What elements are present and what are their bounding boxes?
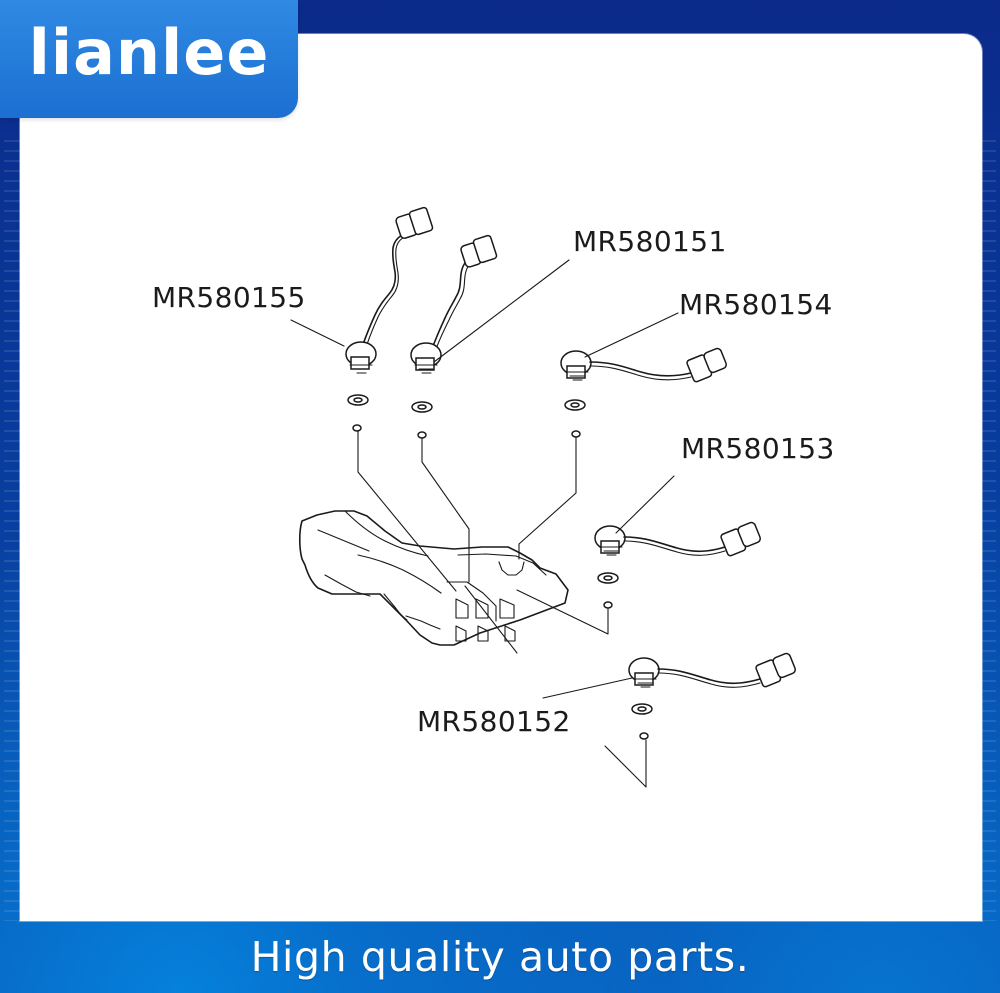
label-mr580155: MR580155 (152, 281, 306, 314)
brand-logo-text: lianlee (28, 16, 270, 89)
parts-diagram: MR580155 MR580151 MR580154 MR580153 MR58… (20, 34, 982, 921)
installation-guide-lines (357, 430, 647, 788)
label-leader-lines (290, 259, 679, 699)
left-decorative-pattern (4, 140, 22, 921)
label-mr580154: MR580154 (679, 288, 833, 321)
sensor-mr580153 (594, 521, 762, 609)
part-labels: MR580155 MR580151 MR580154 MR580153 MR58… (152, 225, 835, 738)
sensor-mr580155 (345, 206, 434, 432)
diagram-panel (20, 34, 982, 921)
label-mr580151: MR580151 (573, 225, 727, 258)
sensor-mr580151 (410, 234, 498, 439)
label-mr580153: MR580153 (681, 432, 835, 465)
sensor-mr580154 (560, 347, 728, 438)
footer-tagline: High quality auto parts. (250, 933, 750, 981)
sensor-mr580152 (628, 652, 797, 740)
right-decorative-pattern (978, 140, 996, 921)
sensor-assembly-diagram: MR580155 MR580151 MR580154 MR580153 MR58… (152, 206, 835, 788)
brand-tab: lianlee (0, 0, 298, 118)
label-mr580152: MR580152 (417, 705, 571, 738)
mounting-base (298, 510, 569, 646)
